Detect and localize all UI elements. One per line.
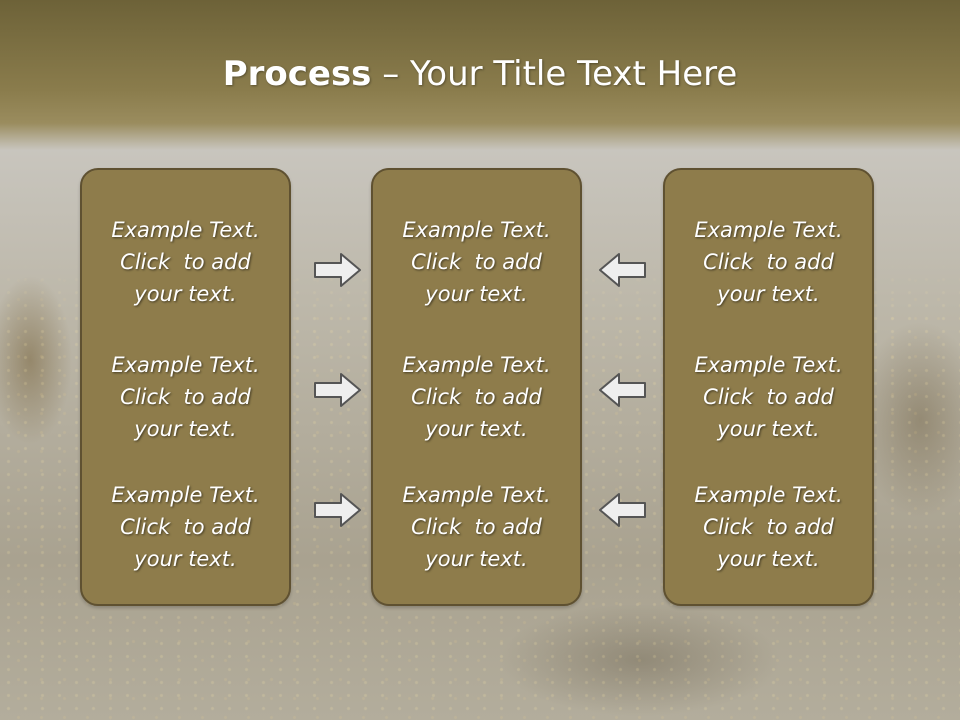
left-text-2[interactable]: Example Text. Click to add your text. xyxy=(111,353,260,441)
arrow-left-icon xyxy=(599,373,646,407)
title-rest: – Your Title Text Here xyxy=(371,54,738,94)
arrow-right-icon xyxy=(314,373,361,407)
left-panel[interactable]: Example Text. Click to add your text. Ex… xyxy=(80,168,291,606)
slide-title[interactable]: Process – Your Title Text Here xyxy=(0,52,960,96)
middle-text-1[interactable]: Example Text. Click to add your text. xyxy=(402,218,551,306)
right-text-3[interactable]: Example Text. Click to add your text. xyxy=(694,483,843,571)
arrow-left-icon xyxy=(599,493,646,527)
middle-text-3[interactable]: Example Text. Click to add your text. xyxy=(402,483,551,571)
right-text-1[interactable]: Example Text. Click to add your text. xyxy=(694,218,843,306)
title-band xyxy=(0,0,960,150)
right-text-2[interactable]: Example Text. Click to add your text. xyxy=(694,353,843,441)
right-panel[interactable]: Example Text. Click to add your text. Ex… xyxy=(663,168,874,606)
title-bold: Process xyxy=(222,54,372,94)
arrow-right-icon xyxy=(314,253,361,287)
arrow-left-icon xyxy=(599,253,646,287)
left-text-1[interactable]: Example Text. Click to add your text. xyxy=(111,218,260,306)
left-text-3[interactable]: Example Text. Click to add your text. xyxy=(111,483,260,571)
middle-text-2[interactable]: Example Text. Click to add your text. xyxy=(402,353,551,441)
middle-panel[interactable]: Example Text. Click to add your text. Ex… xyxy=(371,168,582,606)
arrow-right-icon xyxy=(314,493,361,527)
